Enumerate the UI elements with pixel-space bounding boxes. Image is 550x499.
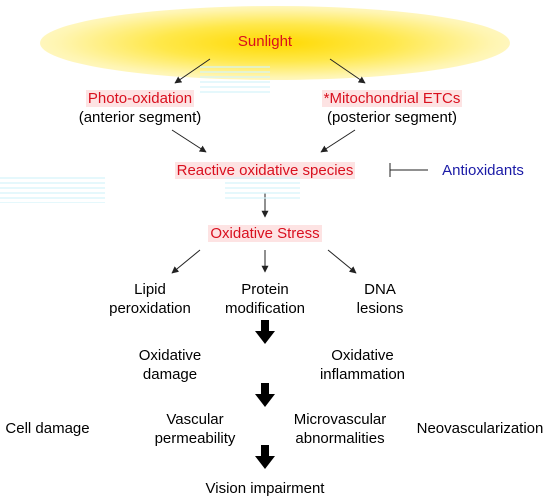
photo-oxidation-node: Photo-oxidation (anterior segment): [40, 89, 240, 127]
arrow-stress-to-dna: [327, 249, 357, 274]
arrow-mito-to-ros: [320, 129, 356, 153]
faint-artifact: [200, 66, 270, 96]
mitochondrial-label: *Mitochondrial ETCs: [321, 90, 463, 107]
cell-damage-node: Cell damage: [5, 420, 90, 437]
oxidative-stress-node: Oxidative Stress: [208, 225, 322, 242]
mitochondrial-node: *Mitochondrial ETCs (posterior segment): [292, 89, 492, 127]
faint-artifact: [0, 177, 105, 203]
sunlight-label: Sunlight: [237, 33, 293, 50]
ros-node: Reactive oxidative species: [174, 162, 356, 179]
photo-oxidation-label: Photo-oxidation: [85, 90, 195, 107]
arrow-photo-to-ros: [171, 129, 207, 153]
faint-artifact: [225, 177, 300, 199]
arrow-sun-to-photo: [174, 58, 211, 84]
antioxidants-node: Antioxidants: [442, 162, 524, 179]
sunlight-glow: [40, 6, 510, 80]
bold-arrow-3: [255, 445, 275, 469]
bold-arrow-1: [255, 320, 275, 344]
arrow-stress-to-lipid: [171, 249, 201, 274]
posterior-segment-label: (posterior segment): [326, 109, 458, 126]
neovascularization-node: Neovascularization: [416, 420, 544, 437]
vision-impairment-node: Vision impairment: [205, 480, 325, 497]
anterior-segment-label: (anterior segment): [78, 109, 202, 126]
bold-arrow-2: [255, 383, 275, 407]
arrow-sun-to-mito: [329, 58, 366, 84]
